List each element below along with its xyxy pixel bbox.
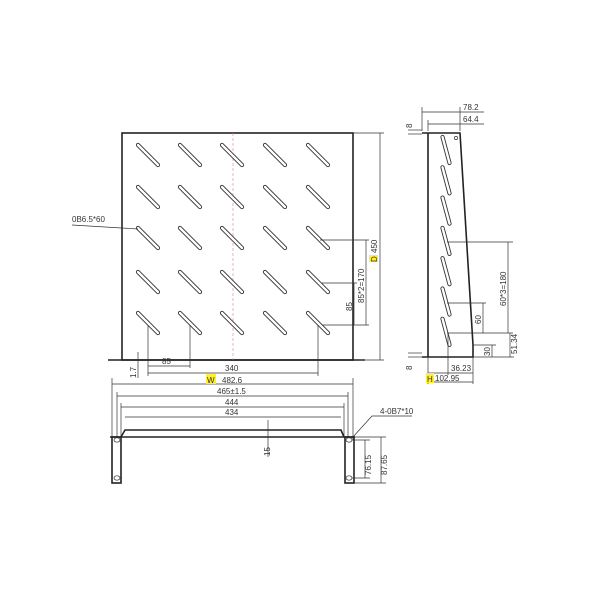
slot	[220, 143, 244, 167]
hole-pitch-dim: 76.15	[364, 454, 373, 475]
slot	[263, 311, 287, 335]
depth-letter: D	[370, 256, 379, 262]
slot	[220, 185, 244, 209]
flange-top-dim: 8	[405, 123, 414, 128]
slot	[306, 311, 330, 335]
slot	[178, 270, 202, 294]
slot-label: 0B6.5*60	[72, 215, 105, 224]
slot	[220, 226, 244, 250]
base-offset-dim: 36.23	[451, 364, 472, 373]
pitch-2-dim: 85*2=170	[357, 268, 366, 303]
slot	[441, 135, 451, 165]
mount-hole	[345, 475, 353, 481]
slot	[136, 270, 160, 294]
width-letter: W	[207, 376, 215, 385]
mount-hole	[345, 437, 353, 443]
pitch-v-dim: 85	[345, 302, 354, 311]
slot	[220, 270, 244, 294]
slot	[263, 270, 287, 294]
slot	[136, 143, 160, 167]
bottom-offset-dim: 51.34	[510, 333, 519, 354]
slot	[136, 226, 160, 250]
slot	[263, 143, 287, 167]
width-value: 482.6	[222, 376, 243, 385]
slot-pitch-3-dim: 60*3=180	[499, 271, 508, 306]
height-highlight	[426, 373, 434, 383]
slot-pitch-dim: 60	[474, 315, 483, 324]
width-highlight	[206, 374, 216, 384]
span-dim: 340	[225, 364, 239, 373]
hole-leader	[351, 415, 412, 439]
mount-hole	[113, 475, 121, 481]
top-outer-dim: 78.2	[463, 103, 479, 112]
pitch-h-dim: 85	[162, 357, 171, 366]
outer-dim: 444	[225, 398, 239, 407]
shelf-front-lip	[120, 429, 345, 438]
depth-value: 450	[370, 239, 379, 253]
slot	[136, 185, 160, 209]
slot	[263, 226, 287, 250]
height-letter: H	[427, 375, 433, 384]
slot-grid	[135, 142, 331, 336]
side-slots	[440, 134, 452, 347]
slot	[220, 311, 244, 335]
slot	[441, 317, 451, 346]
slot	[136, 311, 160, 335]
ear-height-dim: 87.65	[380, 454, 389, 475]
slot	[178, 311, 202, 335]
side-view: 78.2 64.4 8 8 60*3=180 60 51.34 30 36.23…	[405, 103, 519, 384]
slot	[263, 185, 287, 209]
leader-line	[71, 224, 139, 230]
slot	[306, 226, 330, 250]
height-value: 102.95	[435, 374, 460, 383]
inner-dim: 434	[225, 408, 239, 417]
slot	[441, 257, 451, 286]
slot	[441, 226, 451, 256]
slot	[441, 196, 451, 225]
right-ear	[344, 436, 355, 484]
slot	[178, 226, 202, 250]
base-lip-dim: 30	[483, 347, 492, 356]
depth-highlight	[369, 255, 378, 262]
slot	[306, 185, 330, 209]
pivot-hole	[454, 136, 458, 140]
slot	[306, 270, 330, 294]
slot	[441, 166, 451, 195]
slot	[178, 185, 202, 209]
front-view: W 482.6 465±1.5 444 434 15 4-0B7*10 76.1…	[110, 374, 414, 484]
slot	[306, 143, 330, 167]
hole-span-dim: 465±1.5	[217, 387, 246, 396]
top-inner-dim: 64.4	[463, 115, 479, 124]
lip-dim: 15	[263, 447, 272, 456]
slot	[178, 143, 202, 167]
hole-label: 4-0B7*10	[380, 407, 414, 416]
mount-hole	[113, 437, 121, 443]
slot	[441, 287, 451, 316]
flange-bottom-dim: 8	[405, 365, 414, 370]
left-ear	[111, 436, 122, 484]
top-view: 0B6.5*60 D 450 85*2=170 85 85 340 1.7	[71, 132, 384, 378]
thickness-dim: 1.7	[129, 366, 138, 378]
